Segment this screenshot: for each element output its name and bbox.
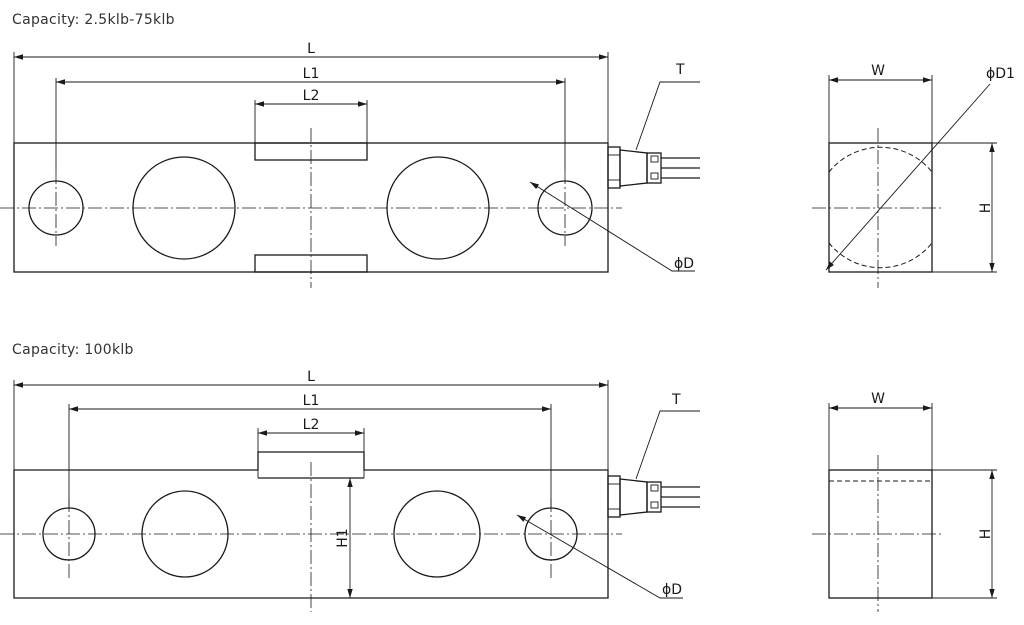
bottom-capacity-caption: Capacity: 100klb [12, 342, 134, 358]
bottom-dim-h1-label: H1 [335, 528, 351, 547]
top-d-label: ϕD [674, 256, 694, 272]
bottom-cable-connector [607, 475, 700, 518]
bottom-d-label: ϕD [662, 582, 682, 598]
top-t-label: T [675, 62, 685, 78]
top-cable-connector [607, 146, 700, 189]
bottom-dim-w-label: W [871, 391, 885, 407]
top-t-leader [635, 81, 700, 151]
top-side-hidden-arc-lower [828, 242, 933, 269]
bottom-dim-l-label: L [307, 369, 315, 385]
top-side-body [828, 142, 933, 273]
top-capacity-caption: Capacity: 2.5klb-75klb [12, 12, 175, 28]
top-dim-l2-label: L2 [303, 88, 320, 104]
bottom-drawing: Capacity: 100klb L L1 L2 H1 [0, 342, 997, 612]
top-dim-h-label: H [978, 203, 994, 214]
top-dim-l-label: L [307, 41, 315, 57]
bottom-dim-l2-label: L2 [303, 417, 320, 433]
top-d1-label: ϕD1 [986, 66, 1015, 82]
bottom-t-label: T [671, 392, 681, 408]
bottom-side-view: W H [812, 391, 997, 612]
bottom-dim-h-label: H [978, 529, 994, 540]
top-drawing: Capacity: 2.5klb-75klb L L1 L2 [0, 12, 1015, 288]
top-side-hidden-arc-upper [828, 146, 933, 173]
top-d-leader [529, 181, 695, 272]
top-dim-l1-label: L1 [303, 66, 320, 82]
bottom-dim-l1-label: L1 [303, 393, 320, 409]
bottom-t-leader [635, 410, 700, 480]
bottom-d-leader [516, 514, 683, 599]
top-d1-leader [825, 83, 991, 271]
top-side-view: W ϕD1 H [812, 63, 1015, 288]
top-dim-w-label: W [871, 63, 885, 79]
